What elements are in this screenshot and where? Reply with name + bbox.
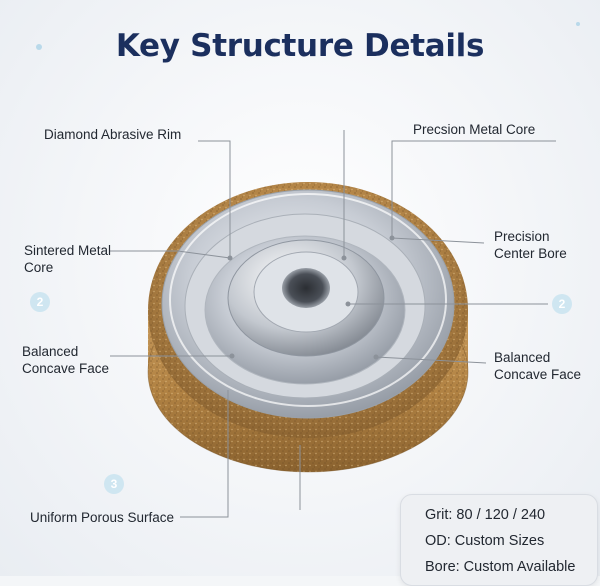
decorative-dot: [576, 22, 580, 26]
leader-dots: [227, 235, 395, 360]
label-diamond-abrasive-rim: Diamond Abrasive Rim: [44, 127, 182, 142]
spec-grit: Grit: 80 / 120 / 240: [425, 507, 546, 523]
label-precision-center-bore: Precision Center Bore: [494, 228, 567, 262]
label-line: Concave Face: [494, 367, 582, 382]
label-sintered-metal-core: Sintered Metal Core: [24, 242, 111, 276]
label-line: Center Bore: [494, 246, 567, 261]
label-line: Concave Face: [22, 361, 110, 376]
spec-od: OD: Custom Sizes: [425, 533, 545, 549]
label-line: Sintered Metal: [24, 243, 112, 258]
label-line: Balanced: [494, 350, 551, 365]
decorative-dot: [36, 44, 42, 50]
label-balanced-concave-face-left: Balanced Concave Face: [22, 343, 109, 377]
page-title: Key Structure Details: [115, 28, 485, 64]
label-line: Balanced: [22, 344, 79, 359]
center-bore: [282, 268, 330, 308]
callout-badge: 2: [30, 292, 50, 312]
spec-bore: Bore: Custom Available: [425, 559, 576, 575]
callout-badge: 2: [552, 294, 572, 314]
metal-core-rim-lip: [169, 193, 447, 407]
label-balanced-concave-face-right: Balanced Concave Face: [494, 349, 581, 383]
label-precision-metal-core: Precsion Metal Core: [413, 122, 536, 137]
spec-panel: Grit: 80 / 120 / 240 OD: Custom Sizes Bo…: [400, 494, 598, 586]
callout-badge: 3: [104, 474, 124, 494]
label-line: Precision: [494, 229, 550, 244]
leader-lines: [110, 130, 556, 518]
label-uniform-porous-surface: Uniform Porous Surface: [30, 510, 175, 525]
label-line: Core: [24, 260, 54, 275]
